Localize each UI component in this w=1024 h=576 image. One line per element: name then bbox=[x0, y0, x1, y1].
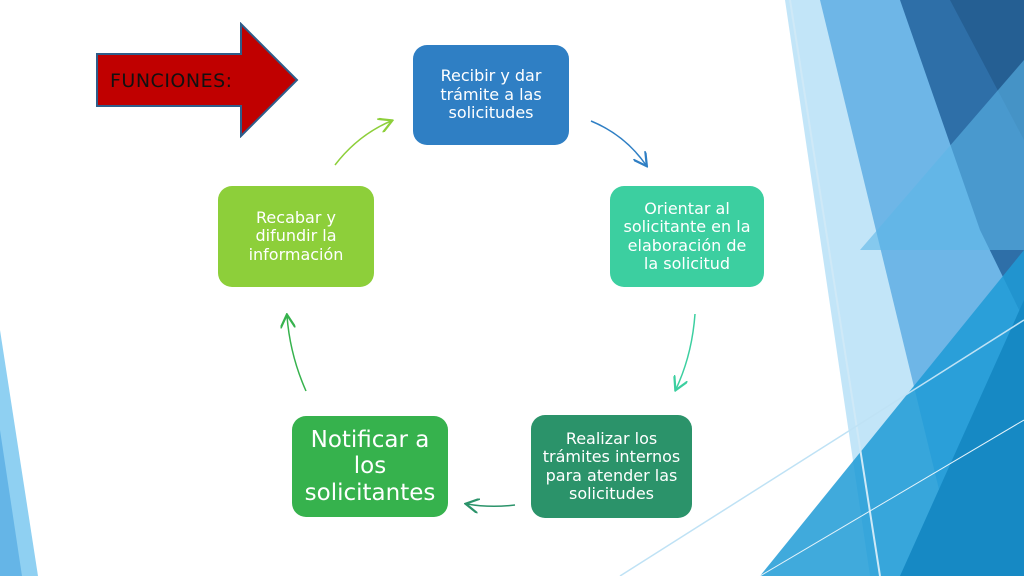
cycle-node-realizar: Realizar los trámites internos para aten… bbox=[531, 415, 692, 518]
cycle-node-recabar: Recabar y difundir la información bbox=[218, 186, 374, 287]
cycle-node-orientar: Orientar al solicitante en la elaboració… bbox=[610, 186, 764, 287]
funciones-label: FUNCIONES: bbox=[110, 70, 233, 92]
funciones-arrow-banner bbox=[95, 22, 299, 138]
cycle-node-notificar: Notificar a los solicitantes bbox=[292, 416, 448, 517]
cycle-node-recibir: Recibir y dar trámite a las solicitudes bbox=[413, 45, 569, 145]
